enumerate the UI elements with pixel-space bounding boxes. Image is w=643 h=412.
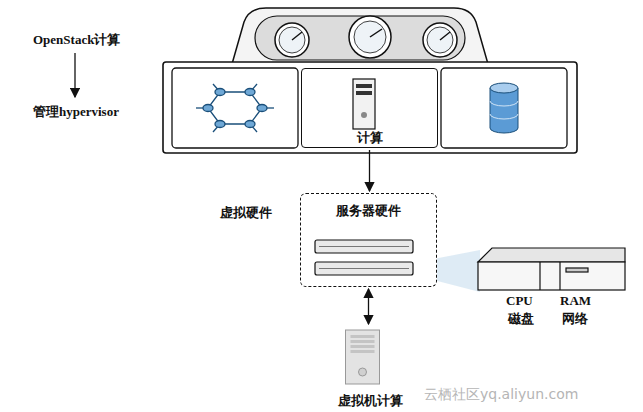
text-label: OpenStack计算	[33, 32, 120, 48]
network-icon	[196, 84, 274, 132]
text-label: 磁盘	[508, 311, 534, 327]
compute-box: 虚拟机计算	[320, 326, 420, 410]
node-label: 服务器硬件	[301, 203, 436, 219]
connector-arrow	[369, 150, 370, 191]
drive-bay	[351, 345, 375, 348]
icon	[320, 328, 405, 398]
node-label: 计算	[302, 130, 437, 146]
hardware-box: 服务器硬件	[300, 193, 437, 287]
text-label: 虚拟硬件	[220, 205, 272, 221]
vm-tower	[346, 330, 380, 384]
drive-bay	[351, 350, 375, 353]
panel-cell	[172, 68, 298, 148]
text-label: 管理hypervisor	[33, 104, 119, 120]
drive-bay	[351, 340, 375, 343]
database-icon	[490, 83, 518, 133]
power-button	[361, 112, 367, 118]
watermark: 云栖社区yq.aliyun.com	[424, 386, 578, 403]
rack-slot	[319, 246, 409, 247]
rack-slot	[319, 268, 409, 269]
drive-bay	[356, 84, 372, 88]
text-label: 网络	[562, 311, 588, 327]
panel-frame	[163, 62, 577, 153]
drive-bay	[351, 335, 375, 338]
icon	[301, 234, 425, 304]
node-label: 虚拟机计算	[320, 393, 420, 409]
connector-arrow	[368, 289, 369, 324]
rack-server	[315, 240, 413, 253]
dashboard-bezel	[232, 8, 488, 64]
panel-cell	[441, 68, 567, 148]
power-button	[359, 368, 367, 376]
server-tower	[353, 79, 375, 129]
gauge-band	[255, 16, 465, 60]
server-chassis	[478, 248, 625, 290]
rack-server	[315, 262, 413, 275]
drive-bay	[356, 91, 372, 95]
compute-box: 计算	[301, 68, 438, 148]
text-label: RAM	[560, 293, 591, 309]
gauges	[275, 16, 457, 58]
flow-arrow	[74, 53, 75, 97]
text-label: CPU	[506, 293, 533, 309]
